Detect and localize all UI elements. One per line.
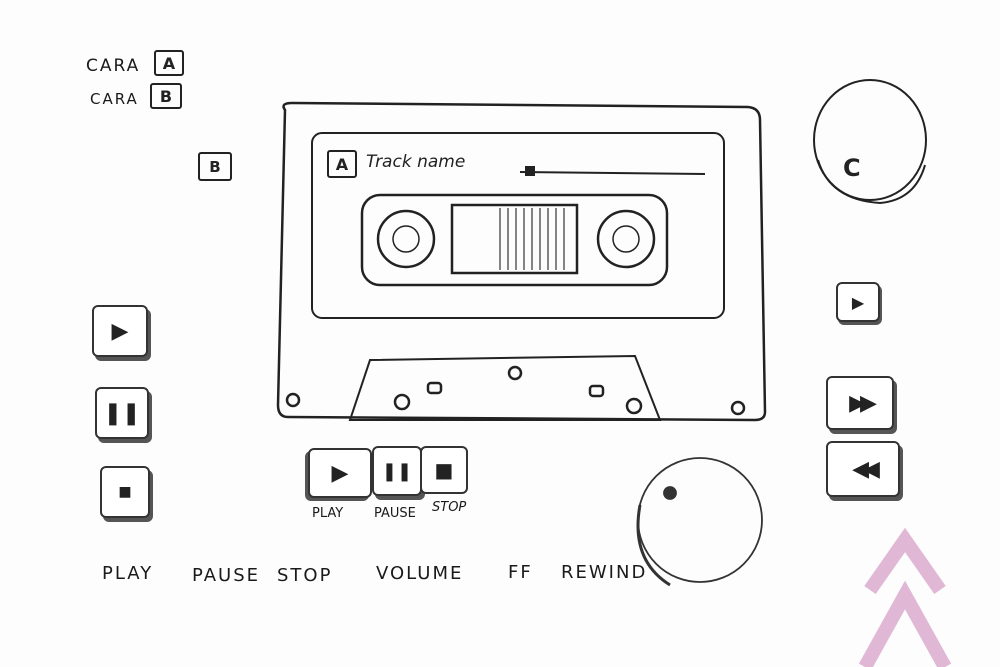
- play-button-horizontal[interactable]: ▶: [308, 448, 372, 498]
- stop-icon: ■: [118, 484, 132, 500]
- side-a-button[interactable]: A: [154, 50, 184, 76]
- label-stop: STOP: [277, 565, 333, 586]
- stop-button[interactable]: ■: [100, 466, 150, 518]
- fast-forward-icon: ▶▶: [849, 390, 877, 416]
- stop-button-horizontal[interactable]: ■: [420, 446, 468, 494]
- label-rewind: REWIND: [561, 562, 648, 583]
- tape-window: [360, 193, 669, 287]
- side-a-label: CARA: [86, 56, 141, 76]
- b-annotation-marker: B: [198, 152, 232, 181]
- label-area: [311, 132, 725, 319]
- label-volume: VOLUME: [376, 563, 464, 584]
- side-b-button[interactable]: B: [150, 83, 182, 109]
- label-pause: PAUSE: [192, 565, 260, 586]
- track-progress-handle[interactable]: [525, 166, 536, 176]
- c-knob: [813, 79, 927, 205]
- c-annotation-marker: C: [843, 154, 861, 182]
- rewind-icon: ◀◀: [852, 456, 880, 482]
- play-icon: ▶: [111, 318, 129, 344]
- track-name: Track name: [366, 152, 466, 172]
- play-icon: ▶: [331, 460, 349, 486]
- side-b-label: CARA: [90, 90, 139, 108]
- stop-caption: STOP: [432, 500, 467, 515]
- logo: [858, 527, 952, 667]
- label-play: PLAY: [102, 563, 154, 584]
- stop-icon: ■: [434, 458, 454, 482]
- volume-knob: [636, 457, 763, 587]
- pause-caption: PAUSE: [374, 506, 416, 521]
- fast-forward-button[interactable]: ▶▶: [826, 376, 894, 430]
- cassette-body: [276, 101, 767, 422]
- next-button[interactable]: ▶: [836, 282, 880, 322]
- label-ff: FF: [508, 562, 533, 583]
- pause-icon: ❚❚: [103, 400, 141, 426]
- pause-button[interactable]: ❚❚: [95, 387, 149, 439]
- pause-icon: ❚❚: [381, 460, 413, 482]
- play-button[interactable]: ▶: [92, 305, 148, 357]
- cassette-side-badge: A: [327, 150, 357, 178]
- play-caption: PLAY: [312, 506, 344, 521]
- track-progress-line: [519, 171, 706, 175]
- rewind-button[interactable]: ◀◀: [826, 441, 900, 497]
- play-icon: ▶: [851, 292, 865, 312]
- pause-button-horizontal[interactable]: ❚❚: [372, 446, 422, 496]
